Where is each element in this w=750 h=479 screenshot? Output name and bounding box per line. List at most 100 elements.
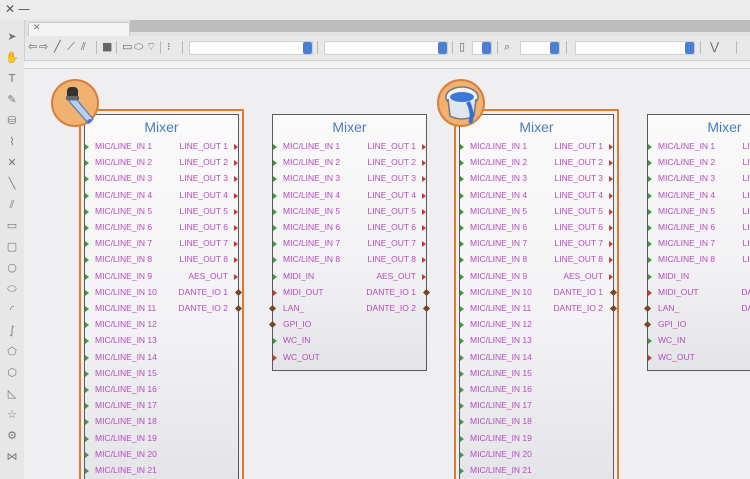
input-connector[interactable]	[460, 176, 464, 183]
input-connector[interactable]	[85, 403, 89, 410]
input-connector[interactable]	[85, 208, 89, 215]
input-connector[interactable]	[273, 160, 277, 167]
input-connector[interactable]	[643, 304, 652, 313]
output-connector[interactable]	[422, 241, 426, 248]
output-connector[interactable]	[234, 225, 238, 231]
input-connector[interactable]	[460, 225, 464, 231]
bucket-tool-icon[interactable]: ⛁	[7, 114, 17, 127]
input-connector[interactable]	[648, 273, 652, 280]
input-connector[interactable]	[460, 387, 464, 393]
line-tool-icon[interactable]: ╲	[8, 177, 16, 190]
double-line-icon[interactable]: ⫽	[81, 40, 86, 53]
input-connector[interactable]	[85, 419, 89, 426]
polygon-tool-icon[interactable]: ⬡	[7, 366, 17, 379]
chevron-down-icon[interactable]	[482, 42, 491, 54]
input-connector[interactable]	[85, 370, 89, 377]
input-connector[interactable]	[273, 354, 277, 361]
input-connector[interactable]	[460, 403, 464, 410]
output-connector[interactable]	[609, 192, 613, 199]
input-connector[interactable]	[648, 192, 652, 199]
connector-style-icon[interactable]: ⋁	[710, 40, 720, 53]
layer-select[interactable]	[575, 41, 695, 55]
output-connector[interactable]	[234, 208, 238, 215]
input-connector[interactable]	[85, 387, 89, 393]
output-connector[interactable]	[609, 257, 613, 264]
input-connector[interactable]	[648, 354, 652, 361]
font-size-field[interactable]	[472, 41, 492, 55]
output-connector[interactable]	[422, 176, 426, 183]
pen-tool-icon[interactable]: ✎	[7, 93, 17, 106]
output-connector[interactable]	[609, 176, 613, 183]
input-connector[interactable]	[85, 451, 89, 458]
input-connector[interactable]	[460, 370, 464, 377]
input-connector[interactable]	[460, 468, 464, 474]
gear-tool-icon[interactable]: ⚙	[7, 429, 17, 442]
zoom-field[interactable]	[520, 41, 560, 55]
back-arrow-icon[interactable]: ⇦	[28, 40, 38, 53]
input-connector[interactable]	[85, 338, 89, 345]
input-connector[interactable]	[460, 435, 464, 442]
star-tool-icon[interactable]: ☆	[7, 408, 17, 421]
output-connector[interactable]	[234, 273, 238, 280]
document-icon[interactable]: ▯	[459, 40, 466, 53]
input-connector[interactable]	[648, 160, 652, 167]
input-connector[interactable]	[648, 144, 652, 150]
input-connector[interactable]	[273, 289, 277, 296]
output-connector[interactable]	[609, 160, 613, 167]
input-connector[interactable]	[85, 306, 89, 312]
output-connector[interactable]	[609, 225, 613, 231]
ellipse-shape-icon[interactable]: ⬭	[134, 40, 144, 53]
input-connector[interactable]	[460, 322, 464, 329]
font-style-select[interactable]	[324, 41, 448, 55]
input-connector[interactable]	[273, 192, 277, 199]
input-connector[interactable]	[85, 144, 89, 150]
input-connector[interactable]	[648, 338, 652, 345]
input-connector[interactable]	[460, 338, 464, 345]
input-connector[interactable]	[460, 192, 464, 199]
arc-tool-icon[interactable]: ◜	[9, 303, 15, 316]
output-connector[interactable]	[422, 225, 426, 231]
output-connector[interactable]	[609, 288, 618, 296]
input-connector[interactable]	[648, 176, 652, 183]
align-menu-icon[interactable]: ⁝	[167, 40, 171, 53]
shape-tool-icon[interactable]: ⬠	[7, 345, 17, 358]
output-connector[interactable]	[422, 192, 426, 199]
input-connector[interactable]	[273, 144, 277, 150]
input-connector[interactable]	[85, 241, 89, 248]
output-connector[interactable]	[422, 273, 426, 280]
input-connector[interactable]	[648, 225, 652, 231]
output-connector[interactable]	[234, 192, 238, 199]
output-connector[interactable]	[609, 208, 613, 215]
line-style-icon[interactable]: ╱	[54, 40, 61, 53]
output-connector[interactable]	[609, 304, 618, 313]
output-connector[interactable]	[609, 241, 613, 248]
double-line-tool-icon[interactable]: ⫽	[9, 198, 15, 211]
input-connector[interactable]	[85, 468, 89, 474]
input-connector[interactable]	[273, 338, 277, 345]
line-thick-icon[interactable]: ⟋	[67, 40, 75, 53]
output-connector[interactable]	[234, 288, 243, 296]
circle-tool-icon[interactable]: ○	[7, 261, 17, 274]
output-connector[interactable]	[422, 160, 426, 167]
rectangle-shape-icon[interactable]: ▭	[122, 40, 133, 53]
input-connector[interactable]	[648, 241, 652, 248]
input-connector[interactable]	[273, 241, 277, 248]
input-connector[interactable]	[460, 160, 464, 167]
output-connector[interactable]	[234, 257, 238, 264]
chevron-down-icon[interactable]	[303, 42, 312, 54]
output-connector[interactable]	[234, 160, 238, 167]
output-connector[interactable]	[422, 257, 426, 264]
input-connector[interactable]	[460, 289, 464, 296]
chevron-down-icon[interactable]	[685, 42, 694, 54]
input-connector[interactable]	[85, 273, 89, 280]
input-connector[interactable]	[273, 176, 277, 183]
input-connector[interactable]	[85, 160, 89, 167]
dropper-tool-icon[interactable]: ⌇	[9, 135, 15, 148]
input-connector[interactable]	[85, 257, 89, 264]
chevron-down-icon[interactable]	[550, 42, 559, 54]
bow-tool-icon[interactable]: ⋈	[6, 450, 18, 463]
input-connector[interactable]	[85, 192, 89, 199]
